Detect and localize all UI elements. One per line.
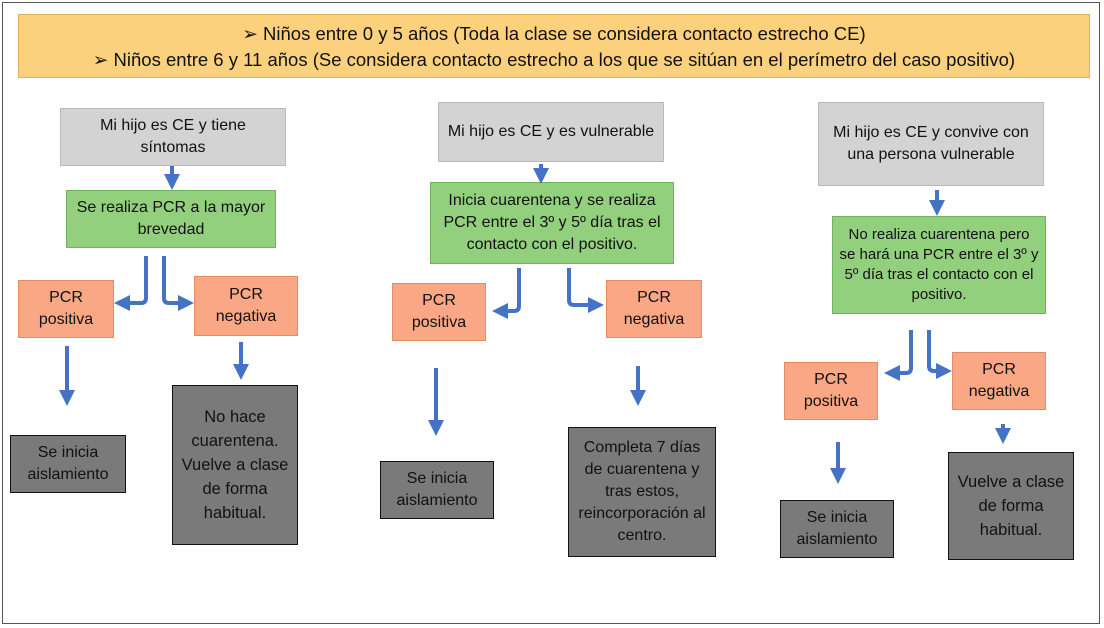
arrow-col3-to-negative [927, 330, 952, 379]
col2-isolation-box: Se inicia aislamiento [380, 461, 494, 519]
col1-normal-class-box: No hace cuarentena. Vuelve a clase de fo… [172, 385, 298, 545]
col3-action-box: No realiza cuarentena pero se hará una P… [832, 216, 1046, 314]
col2-quarantine-box: Completa 7 días de cuarentena y tras est… [568, 427, 716, 557]
col2-pcr-negative-box: PCR negativa [606, 280, 702, 338]
arrow-col2-to-negative [567, 268, 604, 313]
arrow-col2-to-positive [492, 268, 521, 319]
col1-action-box: Se realiza PCR a la mayor brevedad [66, 190, 276, 248]
arrow-col3-to-positive [884, 330, 913, 381]
col1-pcr-positive-box: PCR positiva [18, 280, 114, 338]
col1-header-box: Mi hijo es CE y tiene síntomas [60, 108, 286, 166]
col2-action-box: Inicia cuarentena y se realiza PCR entre… [430, 182, 674, 264]
age-criteria-banner: ➢ Niños entre 0 y 5 años (Toda la clase … [18, 14, 1090, 78]
col2-pcr-positive-box: PCR positiva [392, 283, 486, 341]
banner-line-6-11: ➢ Niños entre 6 y 11 años (Se considera … [92, 49, 1016, 70]
col1-isolation-box: Se inicia aislamiento [10, 435, 126, 493]
banner-line-0-5: ➢ Niños entre 0 y 5 años (Toda la clase … [242, 23, 866, 44]
col3-header-box: Mi hijo es CE y convive con una persona … [818, 102, 1044, 186]
arrow-col1-to-negative [162, 256, 194, 311]
col1-pcr-negative-box: PCR negativa [194, 276, 298, 336]
col2-header-box: Mi hijo es CE y es vulnerable [438, 102, 664, 162]
col3-pcr-negative-box: PCR negativa [952, 352, 1046, 410]
arrow-col1-to-positive [114, 256, 148, 311]
col3-normal-class-box: Vuelve a clase de forma habitual. [948, 452, 1074, 560]
col3-pcr-positive-box: PCR positiva [784, 362, 878, 420]
col3-isolation-box: Se inicia aislamiento [780, 500, 894, 558]
